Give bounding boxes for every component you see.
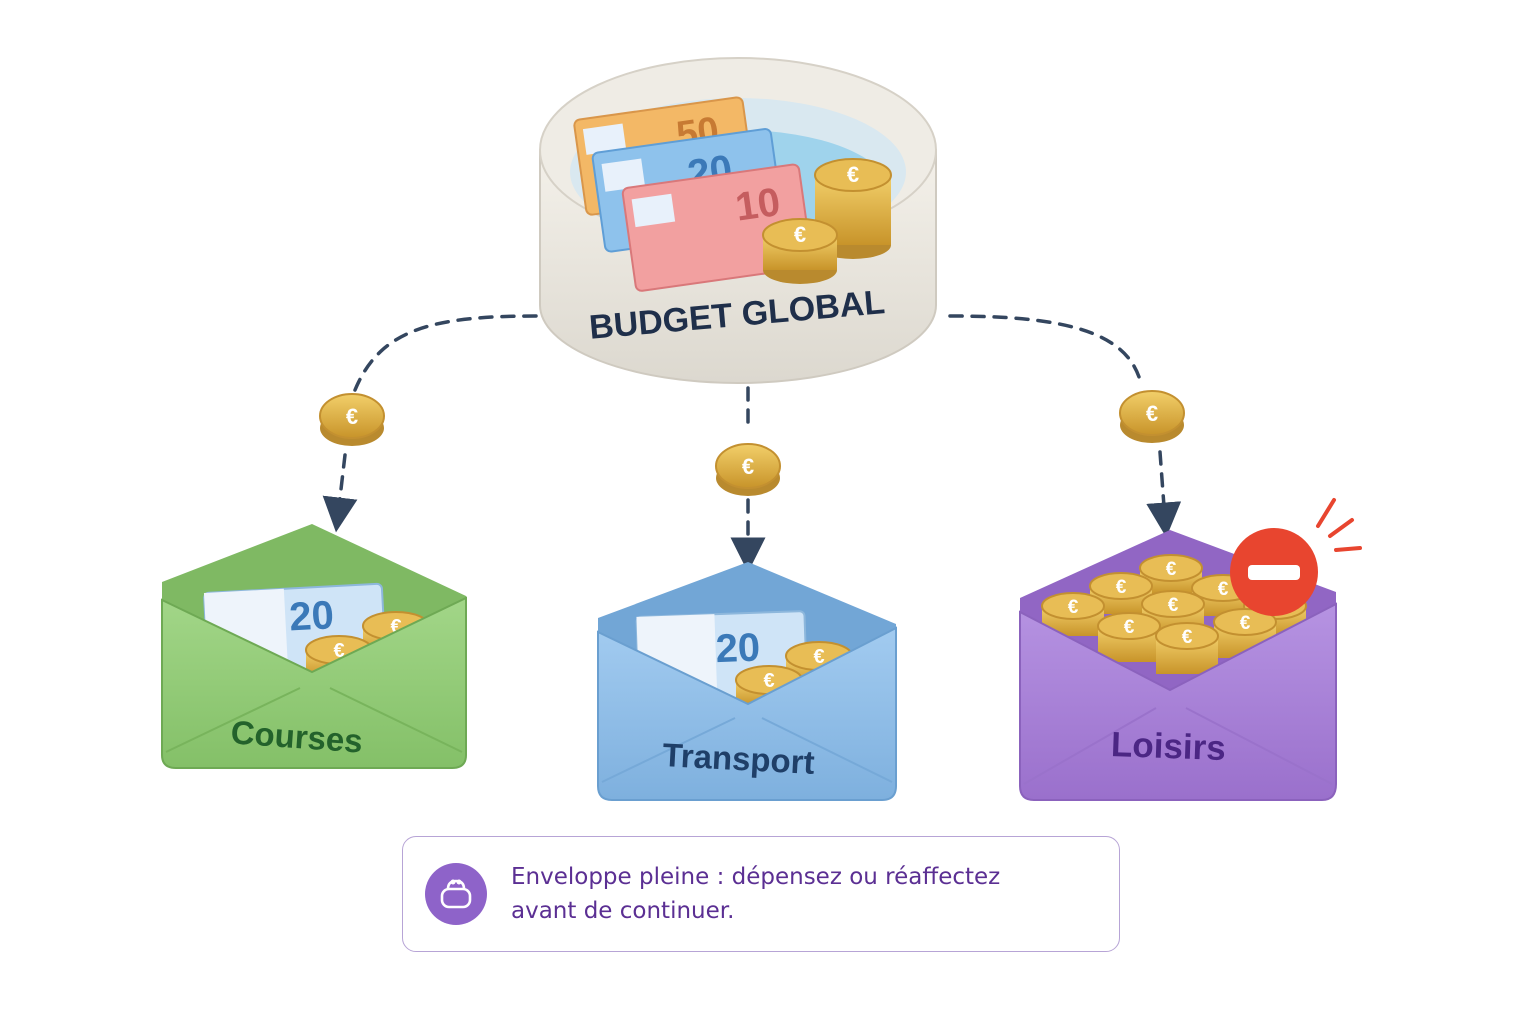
budget-global-tray: 50 20 10 € € BUDGET GLOBAL [539,57,937,384]
banknote-courses-value: 20 [288,593,335,639]
coin-symbol: € [813,646,824,668]
envelope-transport-label: Transport [662,736,816,781]
flow-coin-transport: € [715,443,781,496]
coin-symbol: € [333,640,344,662]
notice-line-2: avant de continuer. [511,898,735,924]
arrow-to-loisirs-lower [1146,450,1182,538]
coin-symbol: € [763,670,774,692]
envelope-full-notice: Enveloppe pleine : dépensez ou réaffecte… [402,836,1120,952]
flow-arrows [322,314,1182,573]
envelope-courses-label: Courses [230,713,364,759]
notice-line-1: Enveloppe pleine : dépensez ou réaffecte… [511,864,1001,890]
coin-symbol: € [1068,597,1079,618]
no-entry-icon [1230,498,1362,616]
coin-stack: € [1155,622,1219,674]
coin-symbol: € [1168,595,1179,616]
coin-symbol: € [1116,577,1127,598]
coin-stack: € [1139,554,1203,594]
flow-coin-courses: € [319,393,385,446]
purse-icon [425,863,487,925]
coin-symbol: € [346,404,358,429]
coin-symbol: € [847,162,859,187]
coin-stack: € [1097,612,1161,662]
envelope-loisirs-label: Loisirs [1110,725,1226,768]
coin-symbol: € [1240,613,1251,634]
envelope-loisirs: € € € € € € € € € Loisirs [1019,498,1362,801]
flow-coin-loisirs: € [1119,390,1185,443]
coin-pile-loisirs: € € € € € € € € € [1041,554,1307,674]
banknote-transport-value: 20 [715,626,761,672]
banknote-10-value: 10 [733,180,783,230]
coin-symbol: € [1182,627,1193,648]
envelope-courses: 20 € € Courses [161,524,467,769]
envelope-transport: 20 € € Transport [597,562,897,801]
coin-symbol: € [742,454,754,479]
coin-symbol: € [1146,401,1158,426]
coin-symbol: € [390,616,401,638]
arrow-to-loisirs [948,314,1142,382]
coin-symbol: € [1166,559,1177,580]
coin-symbol: € [794,222,806,247]
coin-symbol: € [1124,617,1135,638]
arrow-to-courses [353,314,538,392]
notice-message: Enveloppe pleine : dépensez ou réaffecte… [511,860,1000,928]
coin-symbol: € [1218,579,1229,600]
arrow-to-courses-lower [322,453,358,533]
tray-coin-stack-short: € [762,218,838,284]
